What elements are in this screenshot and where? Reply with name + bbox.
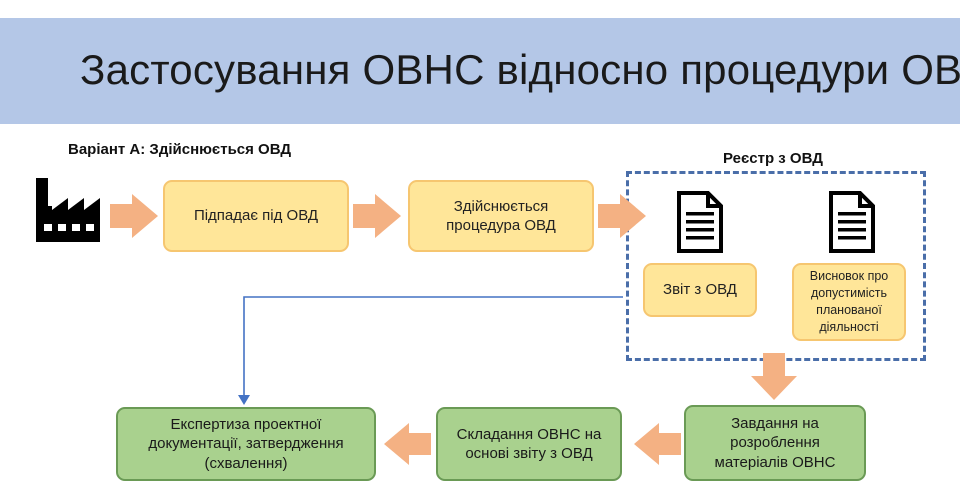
box-conclusion: Висновок про допустимість планованої дія… — [792, 263, 906, 341]
box-falls-under-ovd: Підпадає під ОВД — [163, 180, 349, 252]
box-ovd-procedure: Здійснюється процедура ОВД — [408, 180, 594, 252]
connector-line — [243, 296, 623, 396]
box-conclusion-text: Висновок про допустимість планованої дія… — [809, 269, 889, 334]
box-expertise: Експертиза проектної документації, затве… — [116, 407, 376, 481]
box-ovns-compile: Складання ОВНС на основі звіту з ОВД — [436, 407, 622, 481]
page-title: Застосування ОВНС відносно процедури ОВД — [80, 46, 960, 93]
connector-arrowhead — [238, 395, 250, 405]
box-falls-under-ovd-text: Підпадає під ОВД — [193, 207, 319, 225]
document-icon — [677, 191, 723, 253]
box-ovd-report: Звіт з ОВД — [643, 263, 757, 317]
variant-label: Варіант А: Здійснюється ОВД — [68, 141, 292, 158]
box-ovd-procedure-text: Здійснюється процедура ОВД — [446, 197, 556, 235]
factory-icon — [36, 178, 100, 242]
box-expertise-text: Експертиза проектної документації, затве… — [148, 415, 344, 472]
arrow-right — [598, 194, 646, 238]
arrow-right — [110, 194, 158, 238]
title-banner — [0, 18, 960, 124]
arrow-left — [384, 423, 431, 465]
arrow-down — [751, 353, 797, 400]
box-ovns-task-text: Завдання на розроблення матеріалів ОВНС — [714, 414, 836, 471]
document-icon — [829, 191, 875, 253]
arrow-right — [353, 194, 401, 238]
registry-label: Реєстр з ОВД — [723, 150, 823, 167]
arrow-left — [634, 423, 681, 465]
box-ovd-report-text: Звіт з ОВД — [663, 281, 737, 299]
box-ovns-task: Завдання на розроблення матеріалів ОВНС — [684, 405, 866, 481]
box-ovns-compile-text: Складання ОВНС на основі звіту з ОВД — [456, 425, 602, 463]
